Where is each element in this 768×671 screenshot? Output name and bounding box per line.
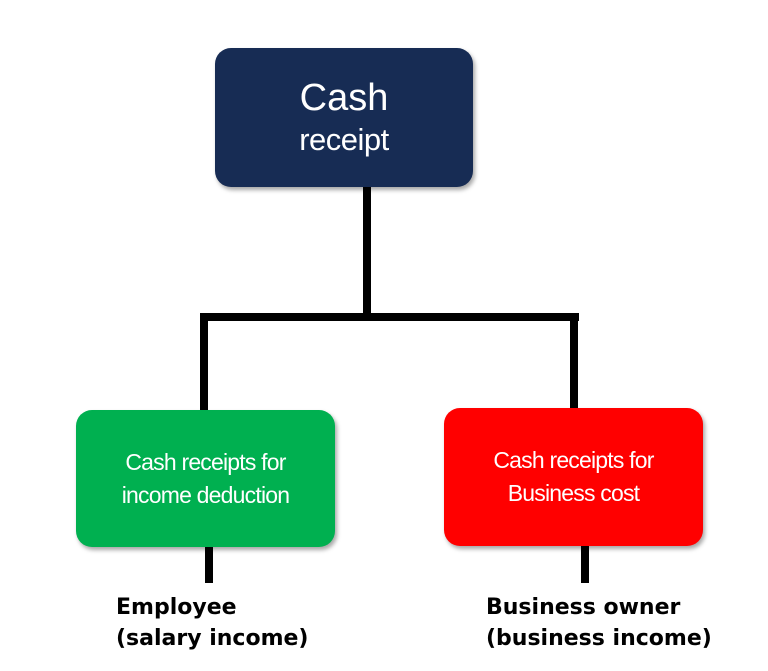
caption-business-owner-line2: (business income) [486, 626, 712, 651]
root-node-label-line2: receipt [299, 121, 389, 157]
node-income-deduction-line2: income deduction [121, 481, 290, 508]
node-income-deduction-line1: Cash receipts for [125, 448, 286, 475]
node-income-deduction: Cash receipts for income deduction [76, 410, 335, 547]
caption-employee-line2: (salary income) [116, 626, 309, 651]
node-business-cost-line2: Business cost [507, 480, 640, 506]
caption-employee-line1: Employee [116, 595, 237, 620]
node-business-cost-line1: Cash receipts for [493, 447, 654, 473]
connector-stub-left [205, 547, 213, 583]
caption-business-owner: Business owner (business income) [486, 592, 712, 654]
connector-horizontal [200, 313, 579, 321]
caption-business-owner-line1: Business owner [486, 595, 681, 620]
caption-employee: Employee (salary income) [116, 592, 309, 654]
connector-stub-right [581, 546, 589, 583]
root-node-label-line1: Cash [299, 76, 389, 119]
connector-vertical-root [363, 187, 371, 318]
connector-vertical-left [200, 313, 208, 410]
node-business-cost: Cash receipts for Business cost [444, 408, 703, 546]
connector-vertical-right [570, 313, 578, 408]
root-node-cash-receipt: Cash receipt [215, 48, 473, 187]
